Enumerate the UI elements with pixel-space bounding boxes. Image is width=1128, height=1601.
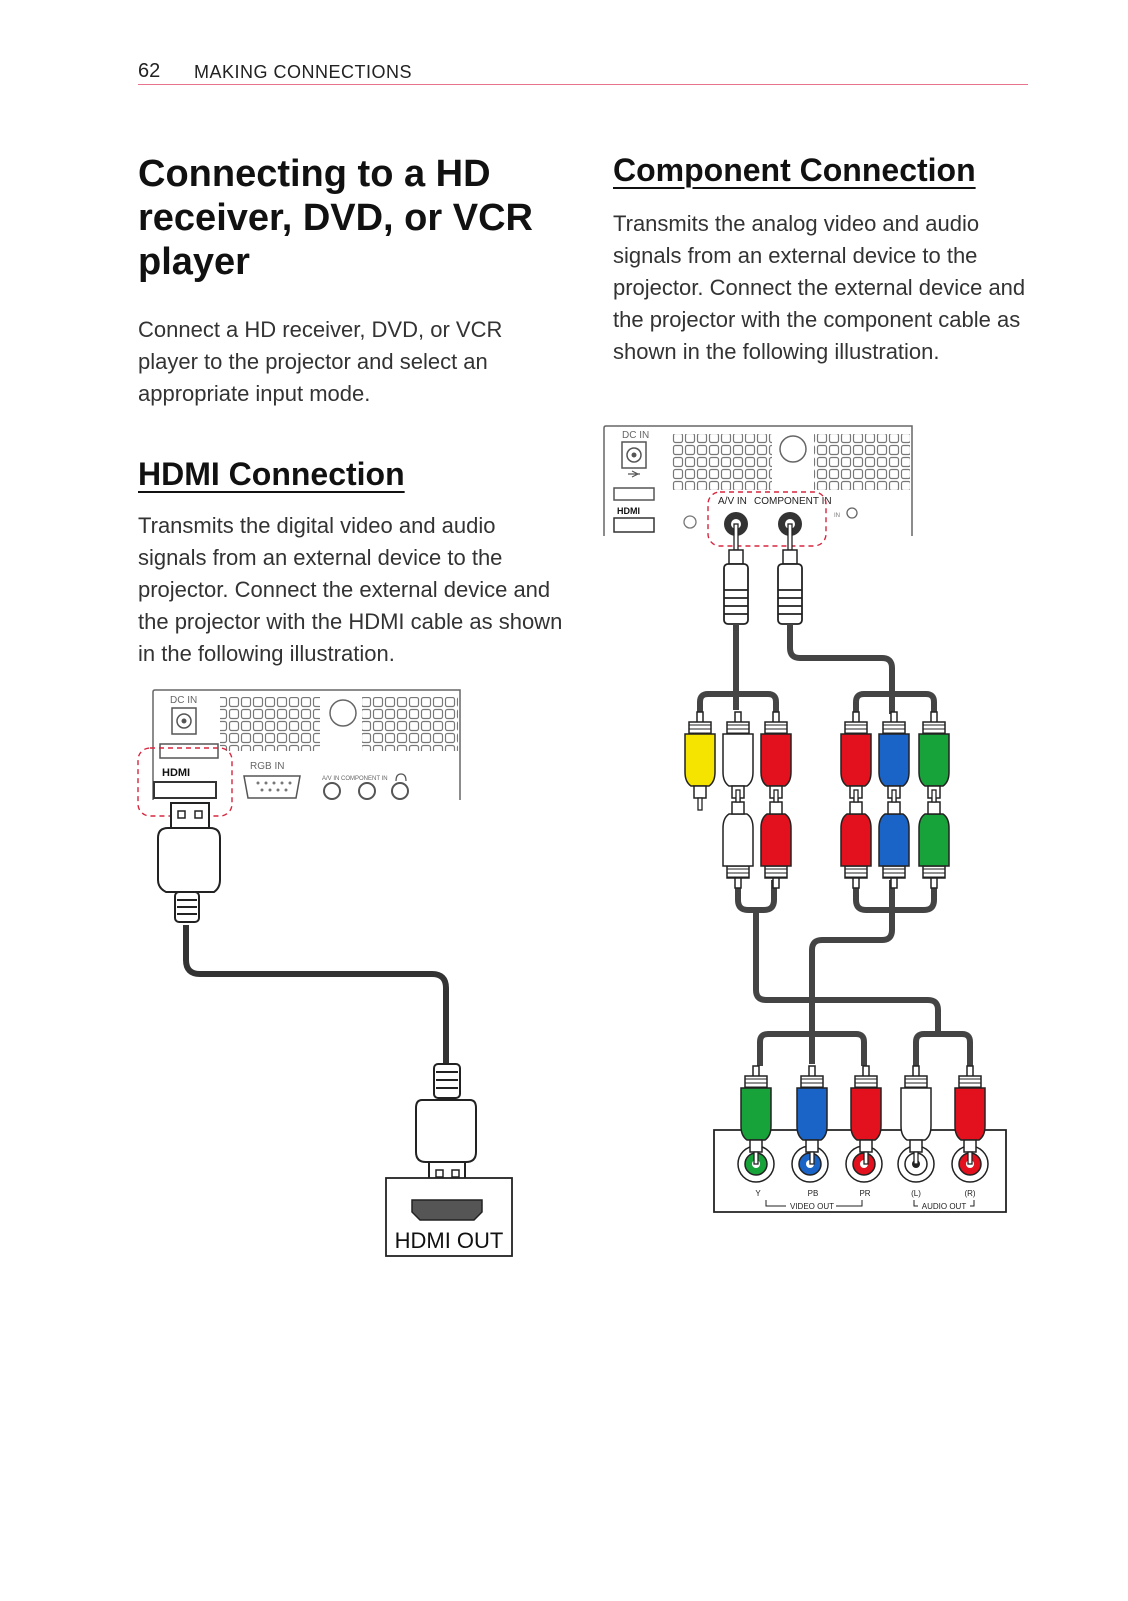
projector-back-panel-component: DC IN HDMI A/V IN COMPONENT IN IN — [603, 425, 913, 536]
port-l-label: (L) — [911, 1189, 921, 1198]
blue-plug-2 — [878, 789, 910, 889]
white-plug-2 — [722, 789, 754, 889]
port-pb-label: PB — [808, 1189, 819, 1198]
component-connection-diagram: DC IN HDMI A/V IN COMPONENT IN IN — [603, 425, 1007, 1213]
hdmi-logo-2: HDMI — [617, 506, 640, 516]
av-in-label: A/V IN — [718, 496, 747, 507]
section-title: MAKING CONNECTIONS — [194, 62, 413, 82]
page-number: 62 — [138, 60, 161, 82]
page-header: 62 MAKING CONNECTIONS — [138, 58, 1028, 85]
hdmi-description: Transmits the digital video and audio si… — [138, 513, 563, 666]
port-r-label: (R) — [964, 1189, 975, 1198]
av-in-plug — [723, 523, 749, 625]
usb-port — [159, 743, 219, 759]
vent-grill-right-2 — [814, 434, 910, 490]
hdmi-cable — [157, 802, 477, 1191]
red-plug-3 — [840, 789, 872, 889]
vent-grill-right — [362, 697, 458, 751]
intro-text: Connect a HD receiver, DVD, or VCR playe… — [138, 317, 503, 406]
component-description: Transmits the analog video and audio sig… — [613, 211, 1026, 364]
yellow-plug — [684, 711, 716, 811]
dc-in-jack-2 — [621, 441, 647, 469]
hdmi-out-label: HDMI OUT — [395, 1228, 504, 1253]
projector-plugs — [723, 523, 803, 625]
video-out-label: VIDEO OUT — [790, 1202, 834, 1211]
av-jacks — [323, 782, 409, 800]
audio-out-label: AUDIO OUT — [922, 1202, 967, 1211]
green-plug-2 — [918, 789, 950, 889]
hdmi-port-highlight — [137, 747, 233, 817]
hdmi-port[interactable] — [153, 781, 217, 799]
component-in-plug — [777, 523, 803, 625]
rgb-port — [243, 775, 301, 799]
usb-port-2 — [613, 487, 655, 501]
vent-button-2 — [779, 435, 807, 463]
dc-in-jack — [171, 707, 197, 735]
hdmi-logo: HDMI — [162, 767, 190, 779]
cable-wires — [697, 624, 973, 1066]
port-pr-label: PR — [859, 1189, 870, 1198]
middle-plugs-row — [722, 789, 950, 889]
dc-in-label-2: DC IN — [622, 430, 649, 441]
red-plug-2 — [760, 789, 792, 889]
headphone-icon — [395, 773, 407, 782]
av-component-in-label: A/V IN COMPONENT IN — [322, 776, 388, 782]
vent-button — [329, 699, 357, 727]
vent-grill-left — [220, 697, 320, 751]
upper-plugs-row — [684, 711, 950, 811]
rgb-in-label: RGB IN — [250, 761, 284, 772]
component-in-label: COMPONENT IN — [754, 496, 832, 507]
component-heading: Component Connection — [613, 152, 976, 188]
hdmi-connection-diagram: DC IN HDMI RGB IN A/V IN COMPONENT IN — [137, 689, 513, 1257]
vent-grill-left-2 — [672, 434, 772, 490]
in-label: IN — [834, 513, 840, 519]
port-y-label: Y — [755, 1189, 761, 1198]
component-port-highlight — [707, 491, 827, 547]
hdmi-port-2 — [613, 517, 655, 533]
projector-back-panel: DC IN HDMI RGB IN A/V IN COMPONENT IN — [152, 689, 461, 800]
hdmi-out-device: HDMI OUT — [385, 1177, 513, 1257]
page-title: Connecting to a HD receiver, DVD, or VCR… — [138, 153, 533, 283]
hdmi-heading: HDMI Connection — [138, 456, 405, 492]
dc-in-label: DC IN — [170, 695, 197, 706]
